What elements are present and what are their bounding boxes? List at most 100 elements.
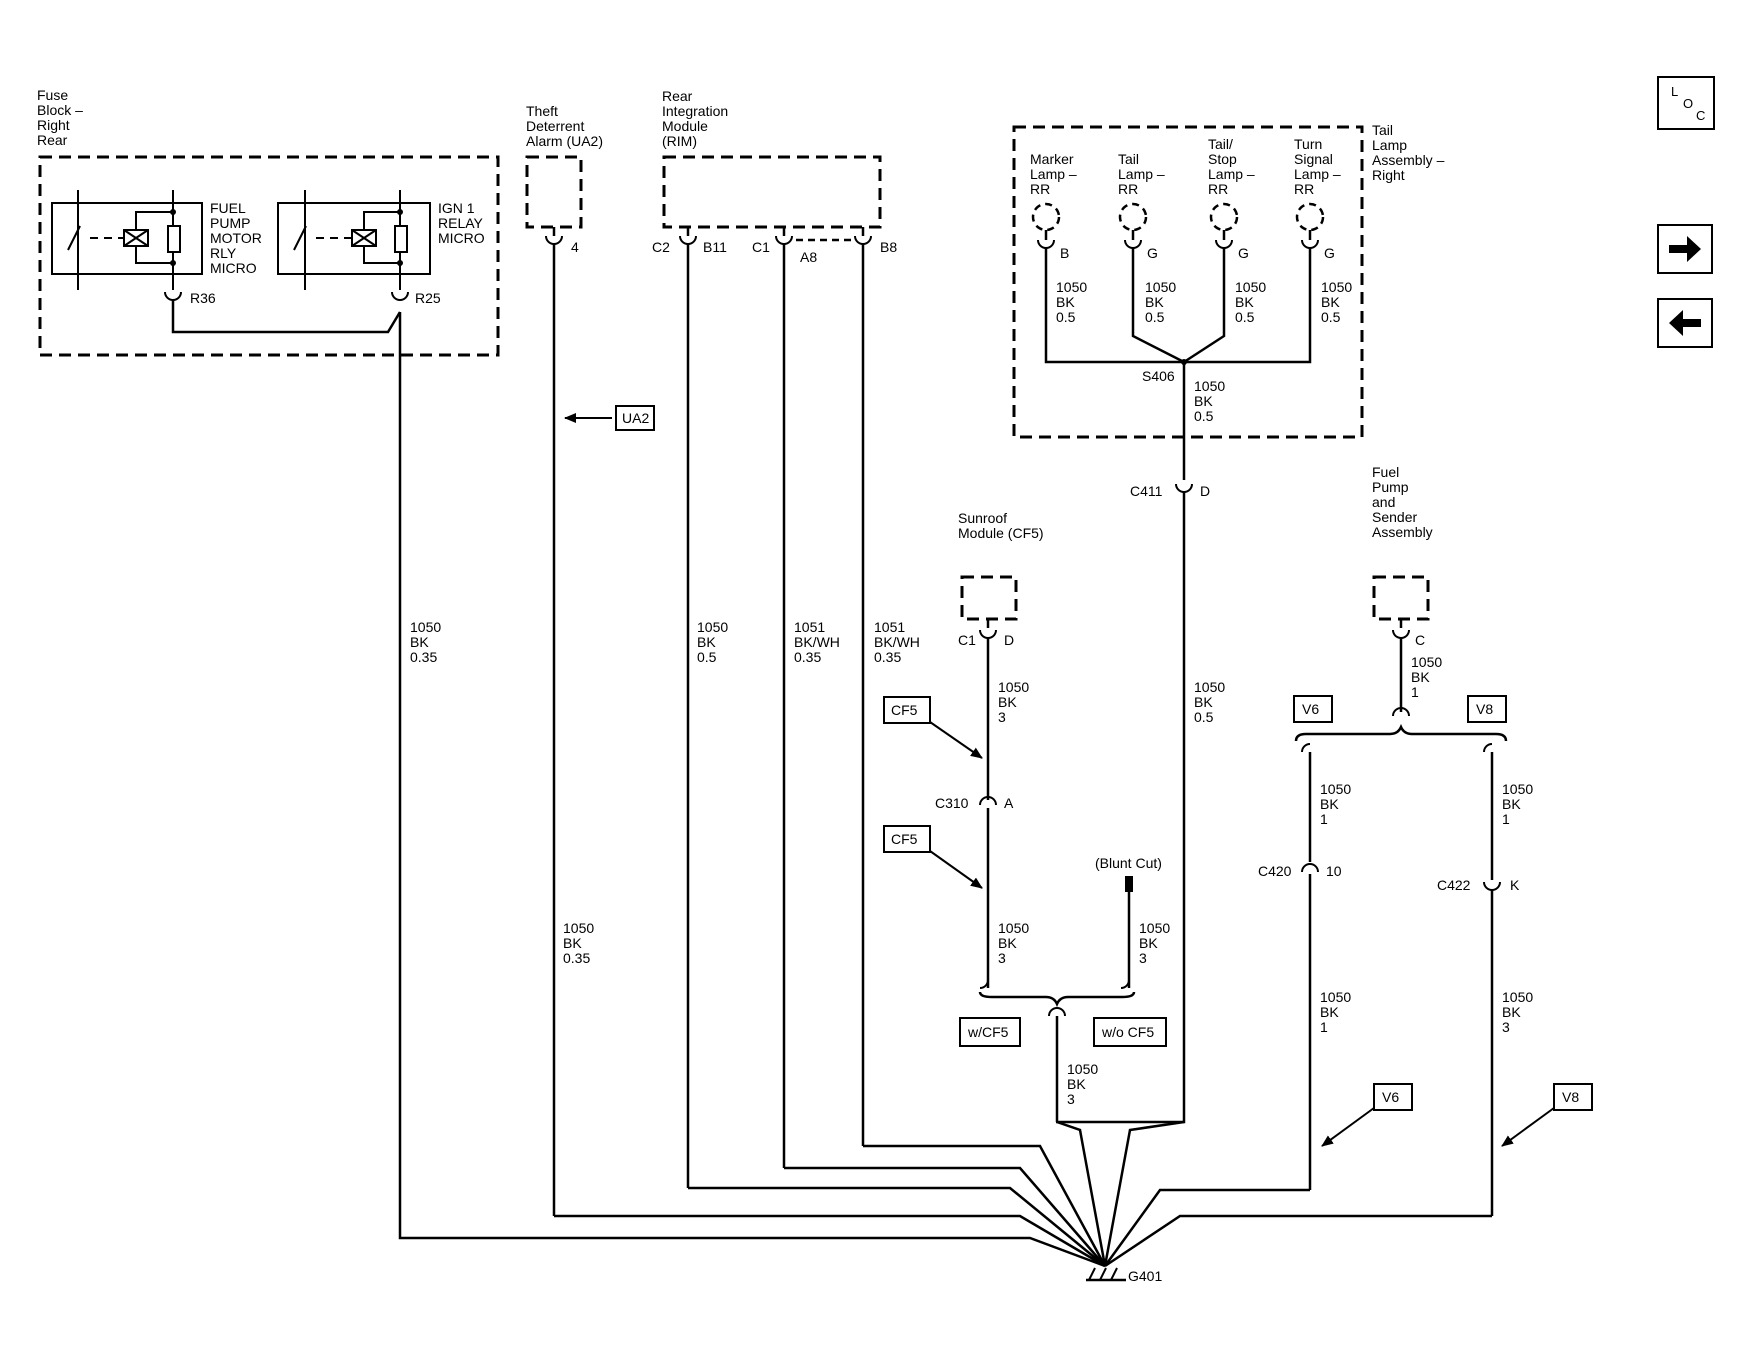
r25-pin — [391, 291, 409, 301]
cf5-tag-1[interactable] — [883, 696, 931, 724]
tail-lamp-assembly-label-line: Tail — [1372, 122, 1393, 138]
fuse-block-label-line: Rear — [37, 132, 68, 148]
wire-sun-lower-label-line: 3 — [998, 950, 1006, 966]
wire-fuel-label-line: 1050 — [1411, 654, 1442, 670]
rim-label-line: Module — [662, 118, 708, 134]
wire-sun-upper-label-line: 3 — [998, 709, 1006, 725]
wire-tail-label-line: BK — [1145, 294, 1164, 310]
wire-b8-label-line: 0.35 — [874, 649, 901, 665]
with-cf5-tag[interactable] — [959, 1017, 1021, 1047]
next-page-button[interactable] — [1657, 224, 1713, 274]
tail-lamp-assembly-label-line: Right — [1372, 167, 1405, 183]
tail-lamp-label-line: Lamp – — [1118, 166, 1165, 182]
cf5-tag-2-label: CF5 — [891, 831, 918, 847]
v8-tag-top[interactable] — [1467, 695, 1507, 723]
wire-v6-lower-label-line: 1 — [1320, 1019, 1328, 1035]
ua2-tag-label: UA2 — [622, 410, 649, 426]
wire-sun-upper-label-line: 1050 — [998, 679, 1029, 695]
with-cf5-label: w/CF5 — [967, 1024, 1009, 1040]
wire-stop-label-line: 1050 — [1235, 279, 1266, 295]
wire-blunt-label-line: 1050 — [1139, 920, 1170, 936]
wire-stop-label-line: 0.5 — [1235, 309, 1255, 325]
wire-v6-upper-label-line: 1 — [1320, 811, 1328, 827]
wire-blunt-label-line: 3 — [1139, 950, 1147, 966]
ua2-pin-label: 4 — [571, 239, 579, 255]
wire-v8-lower-label-line: BK — [1502, 1004, 1521, 1020]
loc-button[interactable]: L O C — [1657, 76, 1715, 130]
rim-label-line: Rear — [662, 88, 693, 104]
c1-label: C1 — [752, 239, 770, 255]
previous-page-button[interactable] — [1657, 298, 1713, 348]
turn-lamp-label-line: RR — [1294, 181, 1314, 197]
rim-label-line: Integration — [662, 103, 728, 119]
wire-v8-upper-label-line: BK — [1502, 796, 1521, 812]
fuel-pump-relay-label-line: MOTOR — [210, 230, 262, 246]
v8-tag-bottom[interactable] — [1553, 1083, 1593, 1111]
turn-lamp-label-line: Signal — [1294, 151, 1333, 167]
cf5-tag-1-label: CF5 — [891, 702, 918, 718]
wire-turn-label-line: BK — [1321, 294, 1340, 310]
v6-tag-top[interactable] — [1293, 695, 1333, 723]
tail-lamp-assembly-label-line: Assembly – — [1372, 152, 1445, 168]
v8-tag-top-label: V8 — [1476, 701, 1493, 717]
a8-label: A8 — [800, 249, 817, 265]
fuel-pump-relay-label-line: FUEL — [210, 200, 246, 216]
fuel-pump-sender-label-line: Pump — [1372, 479, 1409, 495]
without-cf5-tag[interactable] — [1093, 1017, 1167, 1047]
c420-label: C420 — [1258, 863, 1292, 879]
cf5-tag-2[interactable] — [883, 825, 931, 853]
v6-tag-bottom-label: V6 — [1382, 1089, 1399, 1105]
without-cf5-label: w/o CF5 — [1101, 1024, 1154, 1040]
g401-label: G401 — [1128, 1268, 1162, 1284]
stop-lamp-label-line: Stop — [1208, 151, 1237, 167]
v6-tag-bottom[interactable] — [1373, 1083, 1413, 1111]
c411-label: C411 — [1130, 483, 1163, 499]
wire-c411-label-line: 1050 — [1194, 679, 1225, 695]
fuse-block-label-line: Right — [37, 117, 70, 133]
c411-connector — [1175, 483, 1193, 493]
wire-ua2-label-line: 1050 — [563, 920, 594, 936]
theft-alarm-label-line: Alarm (UA2) — [526, 133, 603, 149]
wire-sun-upper-label-line: BK — [998, 694, 1017, 710]
marker-pin-label: B — [1060, 245, 1069, 261]
c422-pin-label: K — [1510, 877, 1520, 893]
b8-label: B8 — [880, 239, 897, 255]
wire-stop-label-line: BK — [1235, 294, 1254, 310]
fuel-pump-sender-label-line: Fuel — [1372, 464, 1399, 480]
c310-pin-label: A — [1004, 795, 1014, 811]
wire-fuse-label-line: 1050 — [410, 619, 441, 635]
arrow-left-icon — [1669, 310, 1701, 336]
tail-lamp-assembly-label-line: Lamp — [1372, 137, 1407, 153]
fuel-pump-relay-label-line: RLY — [210, 245, 237, 261]
wire-tail-label-line: 1050 — [1145, 279, 1176, 295]
wire-b11-label-line: 0.5 — [697, 649, 717, 665]
sunroof-label-line: Module (CF5) — [958, 525, 1044, 541]
ua2-tag[interactable] — [615, 405, 655, 431]
loc-letter-o: O — [1683, 96, 1694, 111]
wire-sun-lower-label-line: BK — [998, 935, 1017, 951]
wire-turn-label-line: 1050 — [1321, 279, 1352, 295]
v6-tag-top-label: V6 — [1302, 701, 1319, 717]
c310-label: C310 — [935, 795, 969, 811]
wire-ua2-label-line: 0.35 — [563, 950, 590, 966]
wire-v8-upper-label-line: 1050 — [1502, 781, 1533, 797]
wire-fuse-label-line: 0.35 — [410, 649, 437, 665]
r25-label: R25 — [415, 290, 441, 306]
fuse-block-label-line: Block – — [37, 102, 83, 118]
ign-relay-label-line: RELAY — [438, 215, 484, 231]
